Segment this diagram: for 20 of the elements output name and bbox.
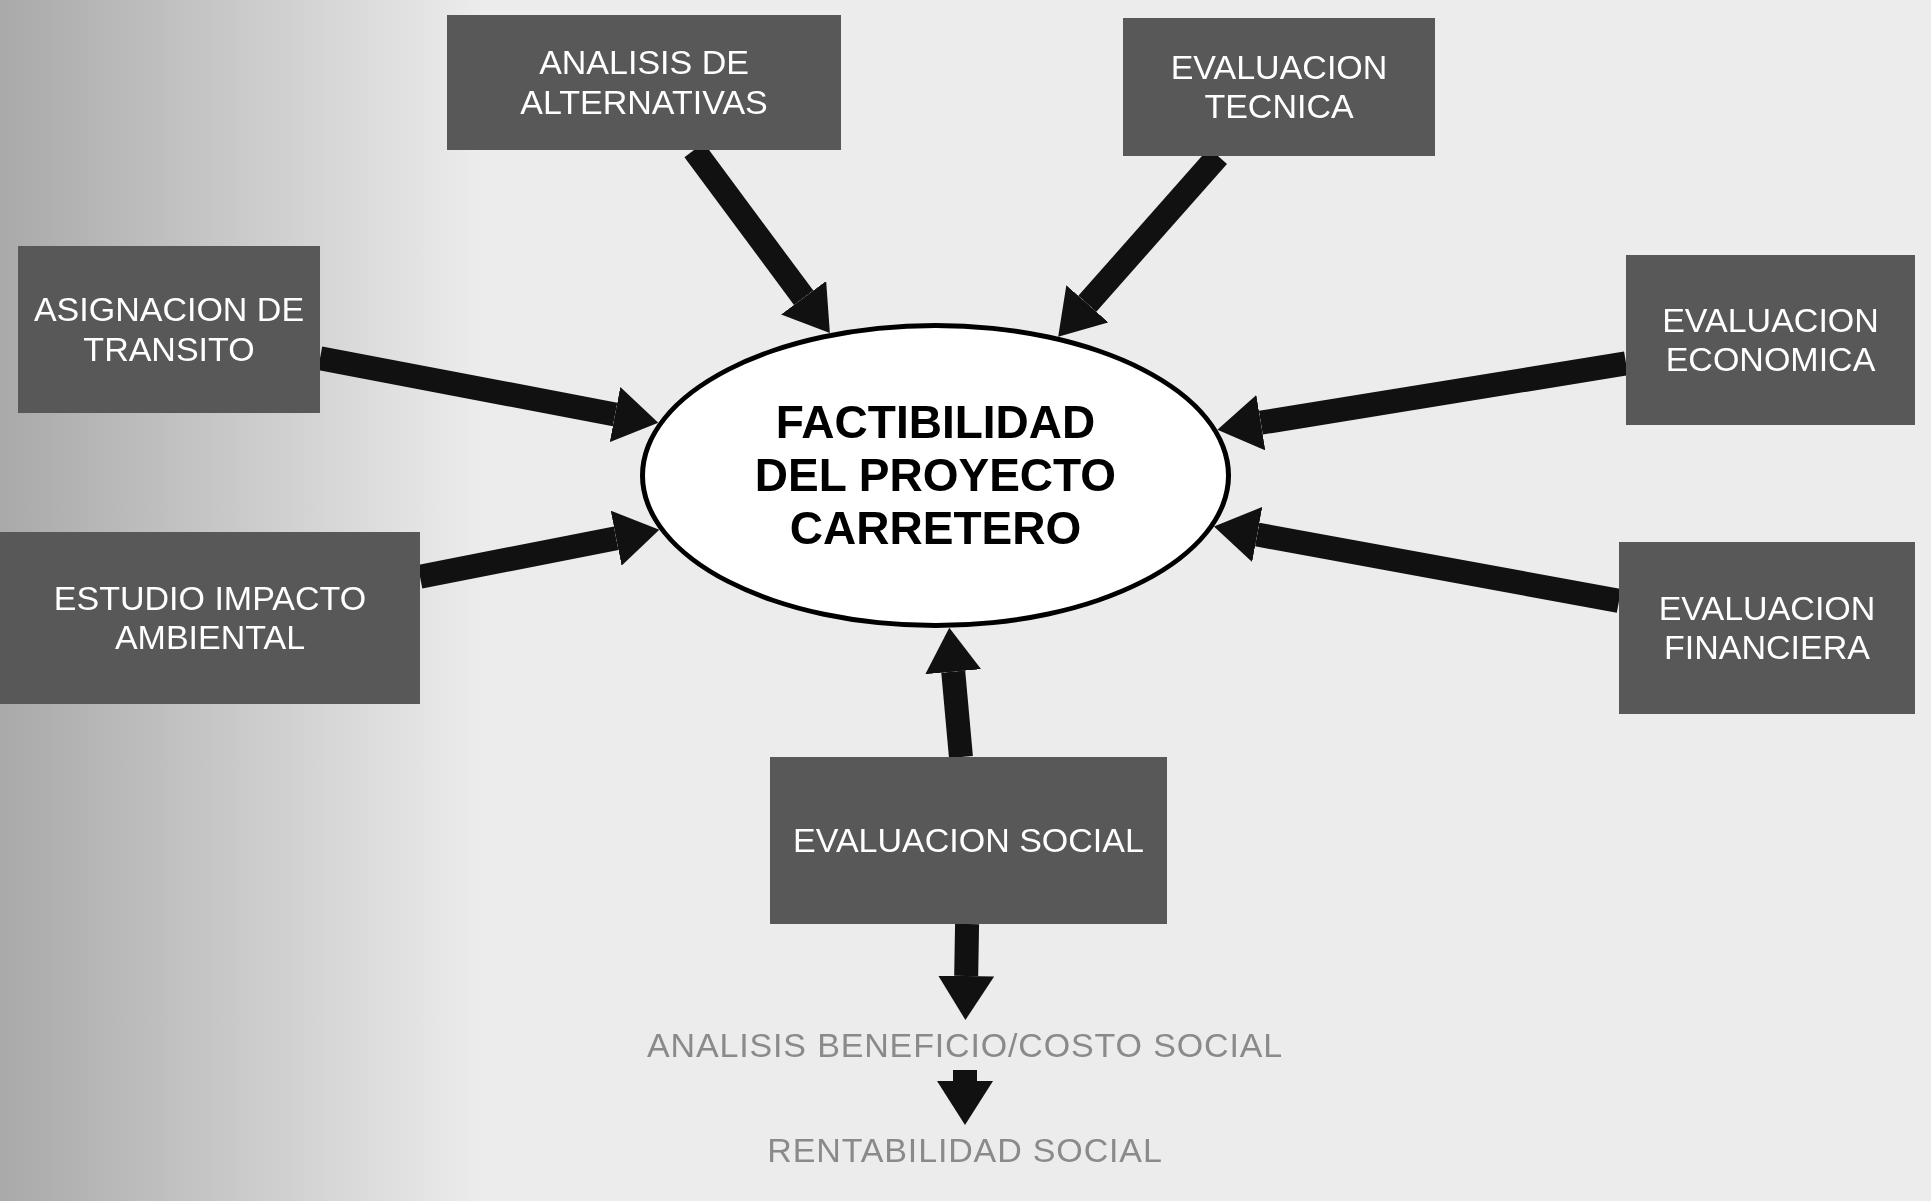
block-arrow [938, 923, 995, 1020]
block-arrow [925, 627, 982, 759]
node-text: EVALUACION ECONOMICA [1661, 300, 1880, 380]
topic-box [1619, 542, 1915, 714]
topic-box [447, 15, 841, 150]
topic-box [770, 757, 1167, 924]
topic-box [1123, 18, 1435, 156]
node-text: EVALUACION TECNICA [1169, 47, 1389, 127]
node-text: ESTUDIO IMPACTO AMBIENTAL [52, 578, 368, 658]
node-text: RENTABILIDAD SOCIAL [767, 1129, 1163, 1171]
topic-box [18, 246, 320, 413]
node-text: EVALUACION FINANCIERA [1657, 588, 1877, 668]
ellipse-title: FACTIBILIDAD DEL PROYECTO CARRETERO [753, 396, 1118, 555]
node-text: ANALISIS BENEFICIO/COSTO SOCIAL [647, 1024, 1283, 1066]
topic-box [0, 532, 420, 704]
block-arrow [937, 1070, 993, 1125]
topic-box [1626, 255, 1915, 425]
node-text: EVALUACION SOCIAL [793, 820, 1144, 861]
node-text: ANALISIS DE ALTERNATIVAS [519, 43, 769, 122]
node-text: ASIGNACION DE TRANSITO [32, 290, 306, 369]
